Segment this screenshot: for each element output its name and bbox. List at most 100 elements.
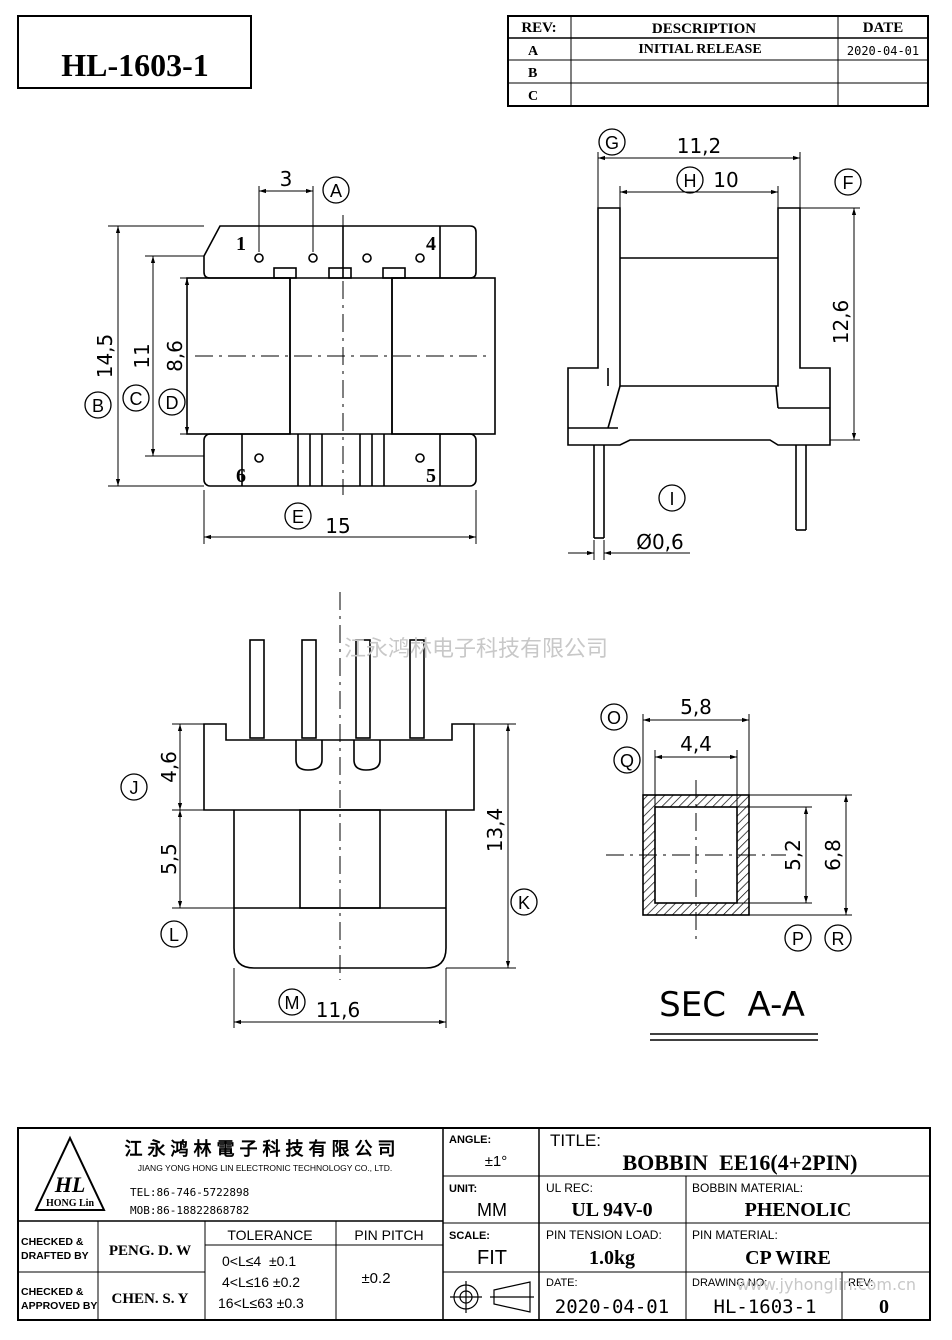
pin-label-4: 4 (426, 233, 436, 255)
front-view (203, 639, 475, 969)
part-number: HL-1603-1 (61, 47, 209, 83)
callout-g: G (605, 133, 619, 153)
angle-value: ±1° (485, 1153, 508, 1170)
dim-front-width: 11,6 (316, 998, 361, 1022)
dim-right-inner: 10 (713, 168, 738, 192)
material-value: PHENOLIC (745, 1199, 852, 1221)
callout-j: J (130, 778, 139, 798)
dim-right-outer: 11,2 (677, 134, 722, 158)
rev-row-a: A (528, 44, 539, 59)
date-header: DATE (863, 20, 904, 36)
top-view-centerlines (195, 215, 490, 495)
dim-total-height: 13,4 (483, 808, 507, 853)
pin-material-label: PIN MATERIAL: (692, 1228, 778, 1242)
pin-pitch-value: ±0.2 (361, 1270, 390, 1287)
callouts-top (84, 176, 350, 530)
tolerance-row-2: 4<L≤16 ±0.2 (222, 1274, 300, 1290)
title-label: TITLE: (550, 1131, 601, 1150)
dim-top-height-outer: 14,5 (93, 334, 117, 379)
callout-p: P (792, 929, 804, 949)
dim-section-outer-height: 6,8 (821, 839, 845, 871)
title-value: BOBBIN EE16(4+2PIN) (622, 1150, 857, 1175)
revision-table (507, 15, 929, 107)
section-title: SEC A-A (659, 985, 805, 1025)
rev-header: REV: (521, 20, 556, 36)
description-header: DESCRIPTION (652, 21, 756, 37)
callouts-section (600, 703, 852, 952)
scale-label: SCALE: (449, 1230, 490, 1242)
title-block-grid (17, 1127, 931, 1321)
section-centerlines (606, 780, 786, 940)
callout-r: R (832, 929, 845, 949)
front-view-dimensions (172, 723, 516, 1028)
callout-b: B (92, 396, 104, 416)
company-tel: TEL:86-746-5722898 (130, 1186, 249, 1199)
company-name-cn: 江 永 鸿 林 電 子 科 技 有 限 公 司 (124, 1138, 395, 1159)
tolerance-label: TOLERANCE (227, 1227, 312, 1243)
right-view-dimensions (568, 152, 860, 560)
drawing-no-label: DRAWING NO: (692, 1277, 767, 1289)
dim-flange-height: 4,6 (157, 751, 181, 783)
dim-pitch: 3 (280, 167, 293, 191)
callouts-front (120, 773, 538, 1016)
ul-label: UL REC: (546, 1181, 593, 1195)
pin-label-1: 1 (236, 233, 246, 255)
dim-right-height: 12,6 (829, 300, 853, 345)
dim-top-height-mid: 11 (130, 343, 154, 368)
pin-material-value: CP WIRE (745, 1247, 831, 1269)
dim-section-inner-width: 4,4 (680, 732, 712, 756)
checked-drafted-value: PENG. D. W (109, 1243, 191, 1259)
callout-i: I (669, 489, 674, 509)
date-label: DATE: (546, 1277, 578, 1289)
pin-pitch-label: PIN PITCH (354, 1227, 423, 1243)
rev-row-c: C (528, 89, 538, 104)
tension-label: PIN TENSION LOAD: (546, 1228, 662, 1242)
dim-section-inner-height: 5,2 (781, 839, 805, 871)
callout-m: M (285, 993, 300, 1013)
rev-label: REV: (848, 1277, 873, 1289)
callout-e: E (292, 507, 304, 527)
rev-row-b: B (528, 66, 537, 81)
unit-label: UNIT: (449, 1183, 477, 1195)
logo-subtext: HONG Lin (46, 1198, 95, 1209)
top-view-dimensions (108, 186, 477, 544)
ul-value: UL 94V-0 (571, 1199, 652, 1221)
callout-l: L (169, 925, 179, 945)
callout-q: Q (620, 751, 634, 771)
projection-symbol-icon (450, 1281, 534, 1313)
logo-text: HL (54, 1172, 86, 1197)
dim-top-height-inner: 8,6 (163, 340, 187, 372)
angle-label: ANGLE: (449, 1134, 491, 1146)
scale-value: FIT (477, 1247, 507, 1269)
checked-drafted-label-1: CHECKED & (21, 1236, 84, 1248)
callout-d: D (166, 393, 179, 413)
part-number-box: HL-1603-1 (17, 15, 252, 89)
pin-label-5: 5 (426, 465, 436, 487)
unit-value: MM (477, 1200, 507, 1220)
callouts-right (598, 128, 862, 512)
checked-approved-label-1: CHECKED & (21, 1286, 84, 1298)
dim-top-width: 15 (325, 514, 350, 538)
section-dimensions (642, 714, 852, 916)
rev-value: 0 (879, 1296, 889, 1318)
right-view (567, 207, 831, 539)
callout-c: C (130, 389, 143, 409)
tolerance-row-1: 0<L≤4 ±0.1 (222, 1253, 296, 1269)
company-name-en: JIANG YONG HONG LIN ELECTRONIC TECHNOLOG… (138, 1163, 392, 1173)
dim-section-outer-width: 5,8 (680, 695, 712, 719)
drawing-no-value: HL-1603-1 (714, 1296, 817, 1318)
checked-approved-value: CHEN. S. Y (112, 1291, 189, 1307)
dim-pin-diameter: Ø0,6 (636, 530, 684, 554)
tension-value: 1.0kg (589, 1247, 635, 1269)
checked-drafted-label: DRAFTED BY (21, 1250, 89, 1262)
pin-label-6: 6 (236, 465, 246, 487)
callout-a: A (330, 181, 342, 201)
callout-o: O (607, 708, 621, 728)
dim-core-height: 5,5 (157, 843, 181, 875)
company-mob: MOB:86-18822868782 (130, 1204, 249, 1217)
watermark-company: 江永鸿林电子科技有限公司 (344, 637, 608, 662)
rev-row-a-date: 2020-04-01 (847, 44, 919, 58)
watermark-url: www.jyhonglin.com.cn (737, 1275, 916, 1294)
callout-f: F (843, 173, 854, 193)
rev-row-a-description: INITIAL RELEASE (638, 42, 761, 57)
